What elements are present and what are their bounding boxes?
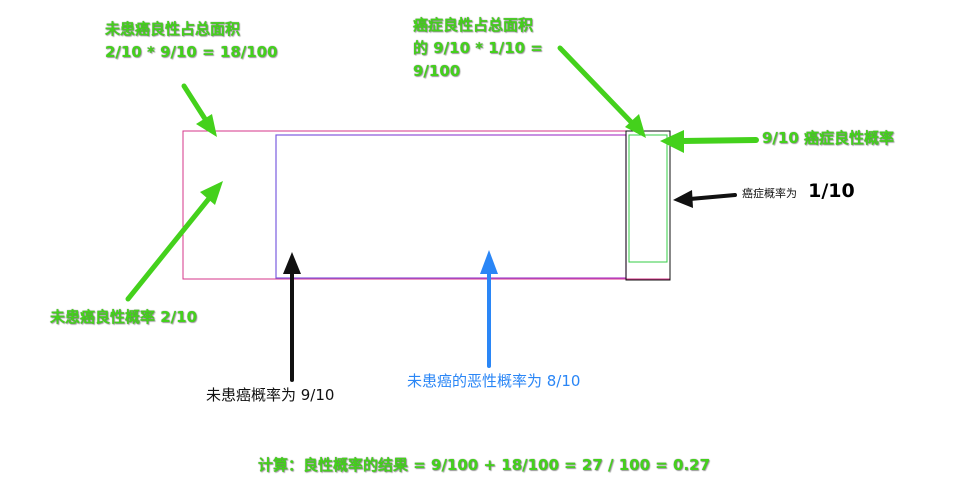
cancer-benign-rect: [628, 134, 668, 263]
no-cancer-malignant-rect: [275, 134, 627, 279]
total-area-rect: [182, 130, 671, 280]
top-right-label-line2: 的 9/10 * 1/10 =: [413, 38, 543, 57]
cancer-area-rect: [625, 130, 671, 281]
calculation-label: 计算：良性概率的结果 = 9/100 + 18/100 = 27 / 100 =…: [258, 456, 711, 474]
arrow-to-cancer-strip: [673, 190, 737, 208]
arrow-to-left-benign: [125, 181, 223, 302]
no-cancer-malignant-label: 未患癌的恶性概率为 8/10: [407, 372, 581, 390]
arrow-to-no-cancer-rect: [283, 252, 301, 382]
top-right-label-line3: 9/100: [413, 61, 461, 80]
arrow-to-right-benign: [660, 130, 759, 153]
top-left-label: 未患癌良性占总面积 2/10 * 9/10 = 18/100: [105, 20, 278, 62]
right-benign-label: 9/10 癌症良性概率: [762, 129, 895, 147]
top-right-label: 癌症良性占总面积 的 9/10 * 1/10 = 9/100: [413, 16, 543, 80]
cancer-probability-label: 癌症概率为 1/10: [742, 180, 855, 204]
cancer-probability-value: 1/10: [808, 180, 855, 202]
no-cancer-probability-label: 未患癌概率为 9/10: [206, 386, 335, 404]
top-left-label-line2: 2/10 * 9/10 = 18/100: [105, 42, 278, 61]
arrow-to-top-right: [557, 45, 646, 138]
arrow-to-top-left: [181, 83, 217, 137]
top-right-label-line1: 癌症良性占总面积: [413, 16, 534, 34]
cancer-probability-prefix: 癌症概率为: [742, 187, 797, 200]
left-benign-label: 未患癌良性概率 2/10: [50, 308, 198, 326]
arrow-to-malignant-rect: [480, 250, 498, 368]
top-left-label-line1: 未患癌良性占总面积: [105, 20, 241, 38]
